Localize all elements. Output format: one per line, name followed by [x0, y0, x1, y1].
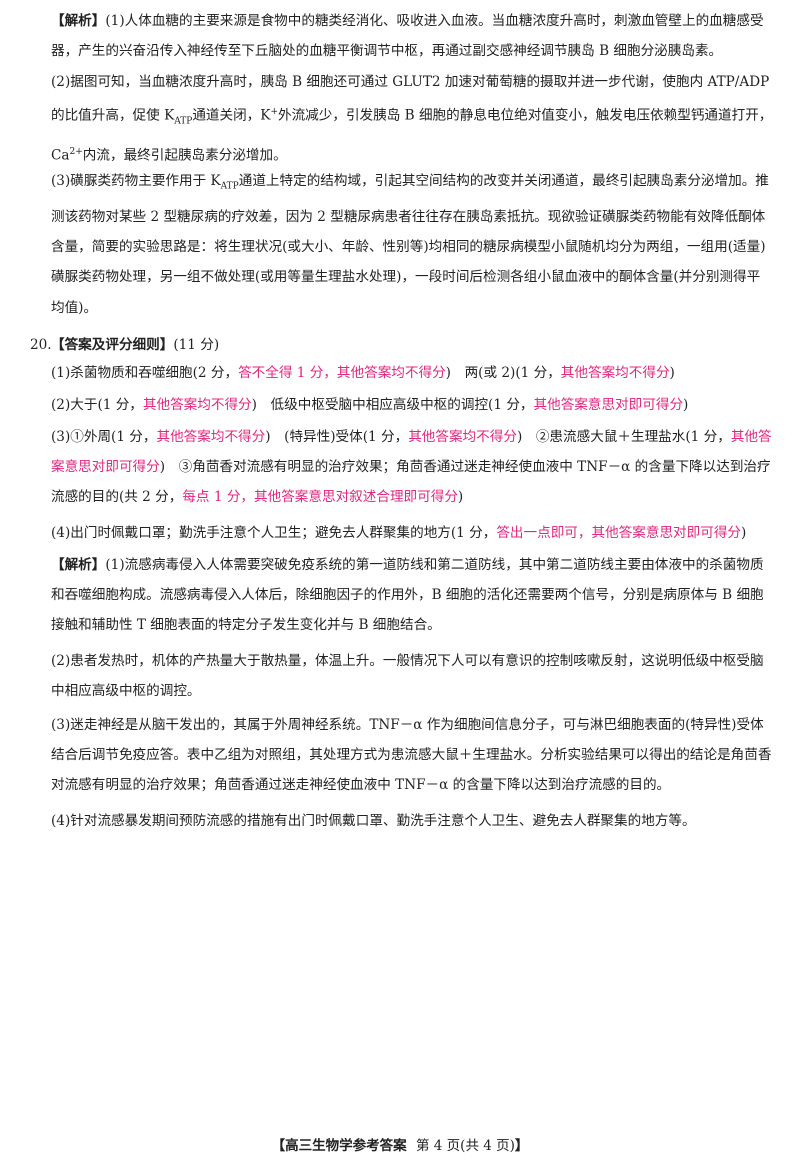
answer-20-3: (3)①外周(1 分，其他答案均不得分) (特异性)受体(1 分，其他答案均不得… — [51, 422, 773, 513]
page-footer: 【高三生物学参考答案 第 4 页(共 4 页)】 — [0, 1134, 800, 1154]
analysis-19-p3a: (3)磺脲类药物主要作用于 K — [51, 173, 221, 189]
analysis-20-p1: (1)流感病毒侵入人体需要突破免疫系统的第一道防线和第二道防线，其中第二道防线主… — [51, 557, 764, 634]
analysis-20-p4: (4)针对流感暴发期间预防流感的措施有出门时佩戴口罩、勤洗手注意个人卫生、避免去… — [51, 813, 696, 829]
analysis-20-part3: (3)迷走神经是从脑干发出的，其属于外周神经系统。TNF－α 作为细胞间信息分子… — [51, 710, 773, 801]
analysis-20-part2: (2)患者发热时，机体的产热量大于散热量，体温上升。一般情况下人可以有意识的控制… — [51, 646, 773, 706]
k-plus-superscript: + — [270, 107, 278, 118]
answer-text: ) ②患流感大鼠＋生理盐水(1 分， — [516, 429, 731, 445]
scoring-note: 其他答案均不得分 — [156, 429, 266, 445]
analysis-19-p2d: 内流，最终引起胰岛素分泌增加。 — [82, 147, 287, 164]
analysis-20-part4: (4)针对流感暴发期间预防流感的措施有出门时佩戴口罩、勤洗手注意个人卫生、避免去… — [51, 806, 773, 836]
analysis-label: 【解析】 — [51, 557, 106, 573]
answer-text: ) 两(或 2)(1 分， — [445, 365, 561, 381]
answer-text: ) 低级中枢受脑中相应高级中枢的调控(1 分， — [251, 397, 534, 413]
scoring-note: 其他答案意思对即可得分 — [51, 429, 772, 476]
katp-subscript-2: ATP — [220, 181, 239, 192]
answer-text: (2)大于(1 分， — [51, 397, 143, 413]
scoring-note: 其他答案意思对即可得分 — [533, 397, 684, 413]
answer-text: ) — [669, 365, 675, 381]
answer-text: (3)①外周(1 分， — [51, 429, 157, 445]
footer-title: 【高三生物学参考答案 — [271, 1138, 407, 1154]
analysis-19-p3b: 通道上特定的结构域，引起其空间结构的改变并关闭通道，最终引起胰岛素分泌增加。推测… — [51, 173, 769, 316]
analysis-20-p3: (3)迷走神经是从脑干发出的，其属于外周神经系统。TNF－α 作为细胞间信息分子… — [51, 717, 772, 794]
scoring-note: 其他答案均不得分 — [560, 365, 670, 381]
answer-text: ) — [457, 489, 464, 506]
footer-close: 】 — [514, 1138, 529, 1154]
answer-text: (1)杀菌物质和吞噬细胞(2 分， — [51, 365, 239, 381]
scoring-note: 答不全得 1 分，其他答案均不得分 — [238, 365, 446, 381]
analysis-19-p2b: 通道关闭，K — [192, 107, 271, 124]
scoring-note: 其他答案均不得分 — [408, 429, 517, 445]
answer-text: ) — [683, 397, 689, 413]
scoring-note: 答出一点即可，其他答案意思对即可得分 — [496, 525, 742, 541]
ca-superscript: 2+ — [69, 146, 83, 157]
analysis-19-part3: (3)磺脲类药物主要作用于 KATP通道上特定的结构域，引起其空间结构的改变并关… — [51, 166, 773, 323]
analysis-19-p2a: (2)据图可知，当血糖浓度升高时，胰岛 B 细胞还可通过 GLUT2 加速对葡萄… — [51, 74, 770, 124]
scoring-note: 每点 1 分，其他答案意思对叙述合理即可得分 — [182, 489, 458, 506]
answer-heading: 【答案及评分细则】(11 分) — [51, 330, 219, 360]
answer-text: ) (特异性)受体(1 分， — [265, 429, 409, 445]
answer-text: ) — [741, 525, 747, 541]
analysis-19-p2c: 外流减少，引发胰岛 B 细胞的静息电位绝对值变小，触发电压依赖型钙通道打开，Ca — [51, 107, 773, 164]
analysis-19-p1: (1)人体血糖的主要来源是食物中的糖类经消化、吸收进入血液。当血糖浓度升高时，刺… — [51, 13, 764, 60]
analysis-19-part2: (2)据图可知，当血糖浓度升高时，胰岛 B 细胞还可通过 GLUT2 加速对葡萄… — [51, 67, 773, 170]
analysis-20-p2: (2)患者发热时，机体的产热量大于散热量，体温上升。一般情况下人可以有意识的控制… — [51, 653, 764, 700]
answer-text: (4)出门时佩戴口罩；勤洗手注意个人卫生；避免去人群聚集的地方(1 分， — [51, 525, 497, 541]
analysis-20-part1: 【解析】(1)流感病毒侵入人体需要突破免疫系统的第一道防线和第二道防线，其中第二… — [51, 550, 773, 641]
page-number: 第 4 页(共 4 页) — [416, 1138, 515, 1154]
analysis-19-part1: 【解析】(1)人体血糖的主要来源是食物中的糖类经消化、吸收进入血液。当血糖浓度升… — [51, 6, 773, 66]
answer-text: ) ③角茴香对流感有明显的治疗效果；角茴香通过迷走神经使血液中 TNF－α 的含… — [51, 459, 771, 506]
scoring-note: 其他答案均不得分 — [142, 397, 252, 413]
answer-20-4: (4)出门时佩戴口罩；勤洗手注意个人卫生；避免去人群聚集的地方(1 分，答出一点… — [51, 518, 773, 548]
total-points: (11 分) — [173, 337, 220, 353]
question-number: 20. — [30, 337, 52, 353]
answer-20-1: (1)杀菌物质和吞噬细胞(2 分，答不全得 1 分，其他答案均不得分) 两(或 … — [51, 358, 773, 388]
answer-20-2: (2)大于(1 分，其他答案均不得分) 低级中枢受脑中相应高级中枢的调控(1 分… — [51, 390, 773, 420]
answer-heading-label: 【答案及评分细则】 — [51, 337, 174, 353]
katp-subscript: ATP — [174, 116, 193, 127]
analysis-label: 【解析】 — [51, 13, 106, 29]
